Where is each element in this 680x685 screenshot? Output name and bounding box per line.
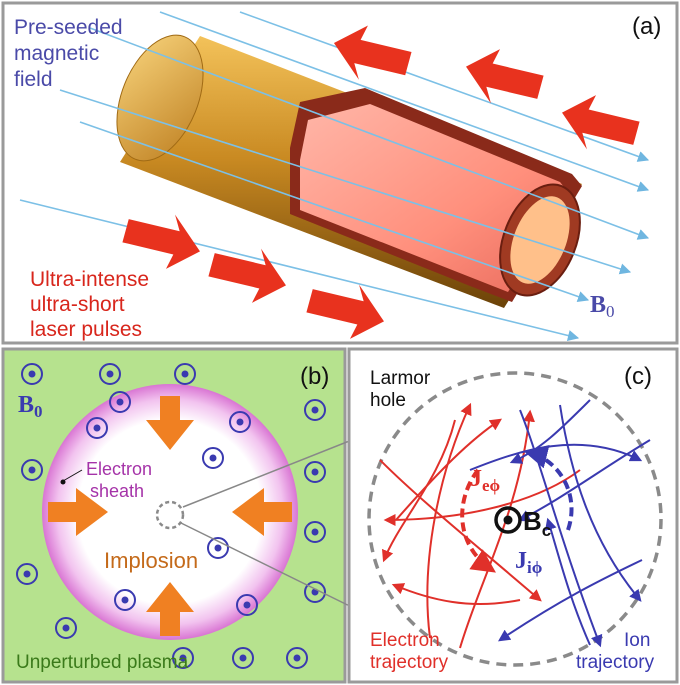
laser-arrow [562, 95, 640, 150]
b-symbol-out-icon [304, 521, 326, 543]
b-symbol-out-icon [114, 589, 136, 611]
implosion-arrow-top [146, 396, 194, 450]
panel-a-label: (a) [632, 13, 661, 40]
bc-label: Bc [523, 506, 551, 540]
ion-trajectory-line [509, 399, 591, 464]
panel-c-label: (c) [624, 363, 652, 390]
laser-arrows [122, 25, 640, 339]
hole-label-line1: Larmor [370, 368, 431, 389]
implosion-label: Implosion [104, 548, 198, 573]
sheath-label-line1: Electron [86, 459, 152, 479]
implosion-arrow-right [232, 488, 292, 536]
b-symbol-out-icon [109, 391, 131, 413]
implosion-arrows [48, 396, 292, 636]
ion-trajectory-line [545, 517, 591, 646]
b-symbol-out-icon [21, 459, 43, 481]
b-symbol-out-icon [86, 417, 108, 439]
b-symbol-out-icon [174, 363, 196, 385]
laser-label-line2: ultra-short [30, 293, 125, 316]
b-symbol-out-icon [207, 537, 229, 559]
b-symbol-out-icon [304, 461, 326, 483]
b-symbol-out-icon [172, 647, 194, 669]
electron-trajectory-line [391, 583, 521, 605]
electron-trajectory-line [395, 418, 502, 521]
b-symbol-out-icon [16, 563, 38, 585]
b-symbol-out-icon [202, 447, 224, 469]
je-label: Jeϕ [470, 466, 500, 495]
ion-trajectory-line [469, 443, 643, 471]
b-symbol-out-icon [286, 647, 308, 669]
ion-label-line2: trajectory [576, 652, 655, 673]
laser-label-line3: laser pulses [30, 318, 142, 341]
b-symbol-out-icon [21, 363, 43, 385]
bc-symbol-out-icon [494, 506, 522, 534]
ion-trajectories [469, 399, 651, 648]
sheath-label-line2: sheath [90, 481, 144, 501]
electron-current-arc [460, 468, 496, 573]
panel-b-label: (b) [300, 363, 329, 390]
cylinder [116, 34, 582, 308]
b-symbol-out-icon [55, 617, 77, 639]
b-symbol-out-icon [236, 594, 258, 616]
b-symbol-out-icon [232, 647, 254, 669]
b0-label-b: B0 [18, 392, 43, 421]
laser-arrow [122, 214, 200, 269]
larmor-hole [367, 371, 663, 667]
electron-label-line2: trajectory [370, 652, 449, 673]
laser-arrow [466, 49, 544, 104]
b-symbol-out-icon [99, 363, 121, 385]
laser-arrow [208, 248, 286, 303]
field-label-line2: magnetic [14, 42, 99, 65]
laser-arrow [333, 25, 412, 80]
field-label-line1: Pre-seeded [14, 16, 123, 39]
panel-a: (a) Pre-seeded magnetic field Ultra-inte… [1, 1, 679, 345]
hole-label-line2: hole [370, 390, 406, 411]
larmor-hole-small [155, 500, 185, 530]
panel-c: Bc Jeϕ Jiϕ (c) Larmor hole Electron traj… [347, 347, 679, 684]
field-label-line3: field [14, 68, 53, 91]
ion-label-line1: Ion [624, 630, 650, 651]
panel-b: (b) B0 Electron sheath Implosion Unpertu… [1, 347, 347, 684]
b-field-symbols [16, 363, 326, 669]
zoom-connectors [180, 430, 376, 619]
laser-label-line1: Ultra-intense [30, 268, 149, 291]
laser-arrow [306, 284, 384, 339]
ion-current-arc [523, 445, 574, 531]
ion-trajectory-line [559, 404, 642, 602]
panel-c-frame [347, 347, 679, 684]
ji-label: Jiϕ [515, 548, 542, 577]
electron-trajectory-line [383, 469, 581, 526]
plasma-label: Unperturbed plasma [16, 652, 189, 673]
ion-trajectory-line [498, 559, 643, 642]
field-lines-front [19, 27, 650, 342]
electron-trajectory-line [426, 402, 472, 639]
electron-trajectory-line [379, 459, 542, 602]
b-symbol-out-icon [304, 399, 326, 421]
b0-label-a: B0 [590, 292, 615, 321]
sheath-pointer [62, 469, 83, 482]
ion-trajectory-line [519, 409, 603, 648]
b-symbol-out-icon [229, 411, 251, 433]
sheath-pointer-dot [60, 479, 66, 485]
electron-label-line1: Electron [370, 630, 440, 651]
electron-sheath [42, 384, 298, 640]
implosion-arrow-left [48, 488, 108, 536]
implosion-arrow-bottom [146, 582, 194, 636]
